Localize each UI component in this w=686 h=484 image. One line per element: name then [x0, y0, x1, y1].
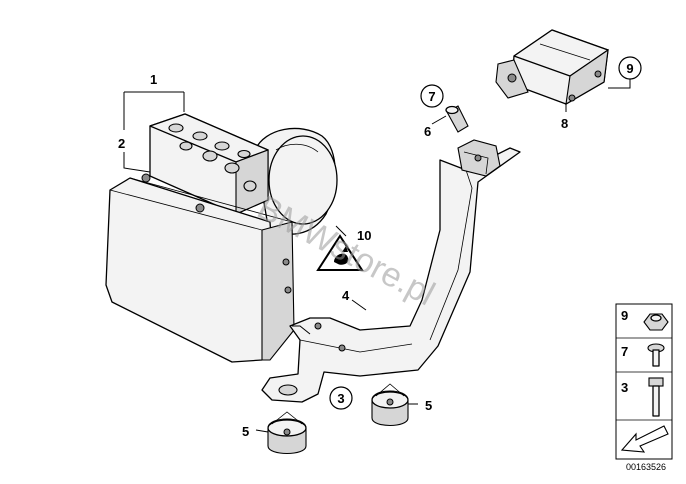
callout-8: 8 — [561, 116, 568, 131]
bolt-icon — [648, 377, 664, 417]
sleeve — [445, 105, 469, 133]
callout-6: 6 — [424, 124, 431, 139]
callout-7: 7 — [428, 89, 435, 104]
legend-label-7: 7 — [621, 344, 628, 359]
callout-9: 9 — [626, 61, 633, 76]
callout-4: 4 — [342, 288, 350, 303]
leader-lines — [123, 78, 631, 433]
abs-mounting-bracket — [261, 147, 521, 403]
callout-3: 3 — [337, 391, 344, 406]
arrow-icon — [620, 425, 669, 453]
callout-5-right: 5 — [425, 398, 432, 413]
callout-1: 1 — [150, 72, 157, 87]
callout-3-circle: 3 — [329, 386, 353, 410]
rubber-mount-right — [371, 383, 409, 427]
bracket-rubber-mount — [457, 139, 501, 177]
callout-9-circle: 9 — [618, 56, 642, 80]
callout-7-circle: 7 — [420, 84, 444, 108]
hardware-legend: 9 7 3 — [615, 303, 673, 460]
legend-label-9: 9 — [621, 308, 628, 323]
callout-5-left: 5 — [242, 424, 249, 439]
legend-label-3: 3 — [621, 380, 628, 395]
washer-screw-icon — [647, 343, 665, 367]
callout-2: 2 — [118, 136, 125, 151]
warning-label-icon — [316, 234, 364, 271]
yaw-rate-sensor — [495, 29, 609, 106]
abs-hydraulic-unit — [105, 113, 338, 363]
rubber-mount-left — [267, 411, 307, 455]
nut-icon — [643, 313, 669, 331]
callout-labels: 1 2 10 4 6 8 5 5 7 9 3 — [118, 56, 642, 439]
callout-10: 10 — [357, 228, 371, 243]
diagram-id: 00163526 — [626, 462, 666, 472]
